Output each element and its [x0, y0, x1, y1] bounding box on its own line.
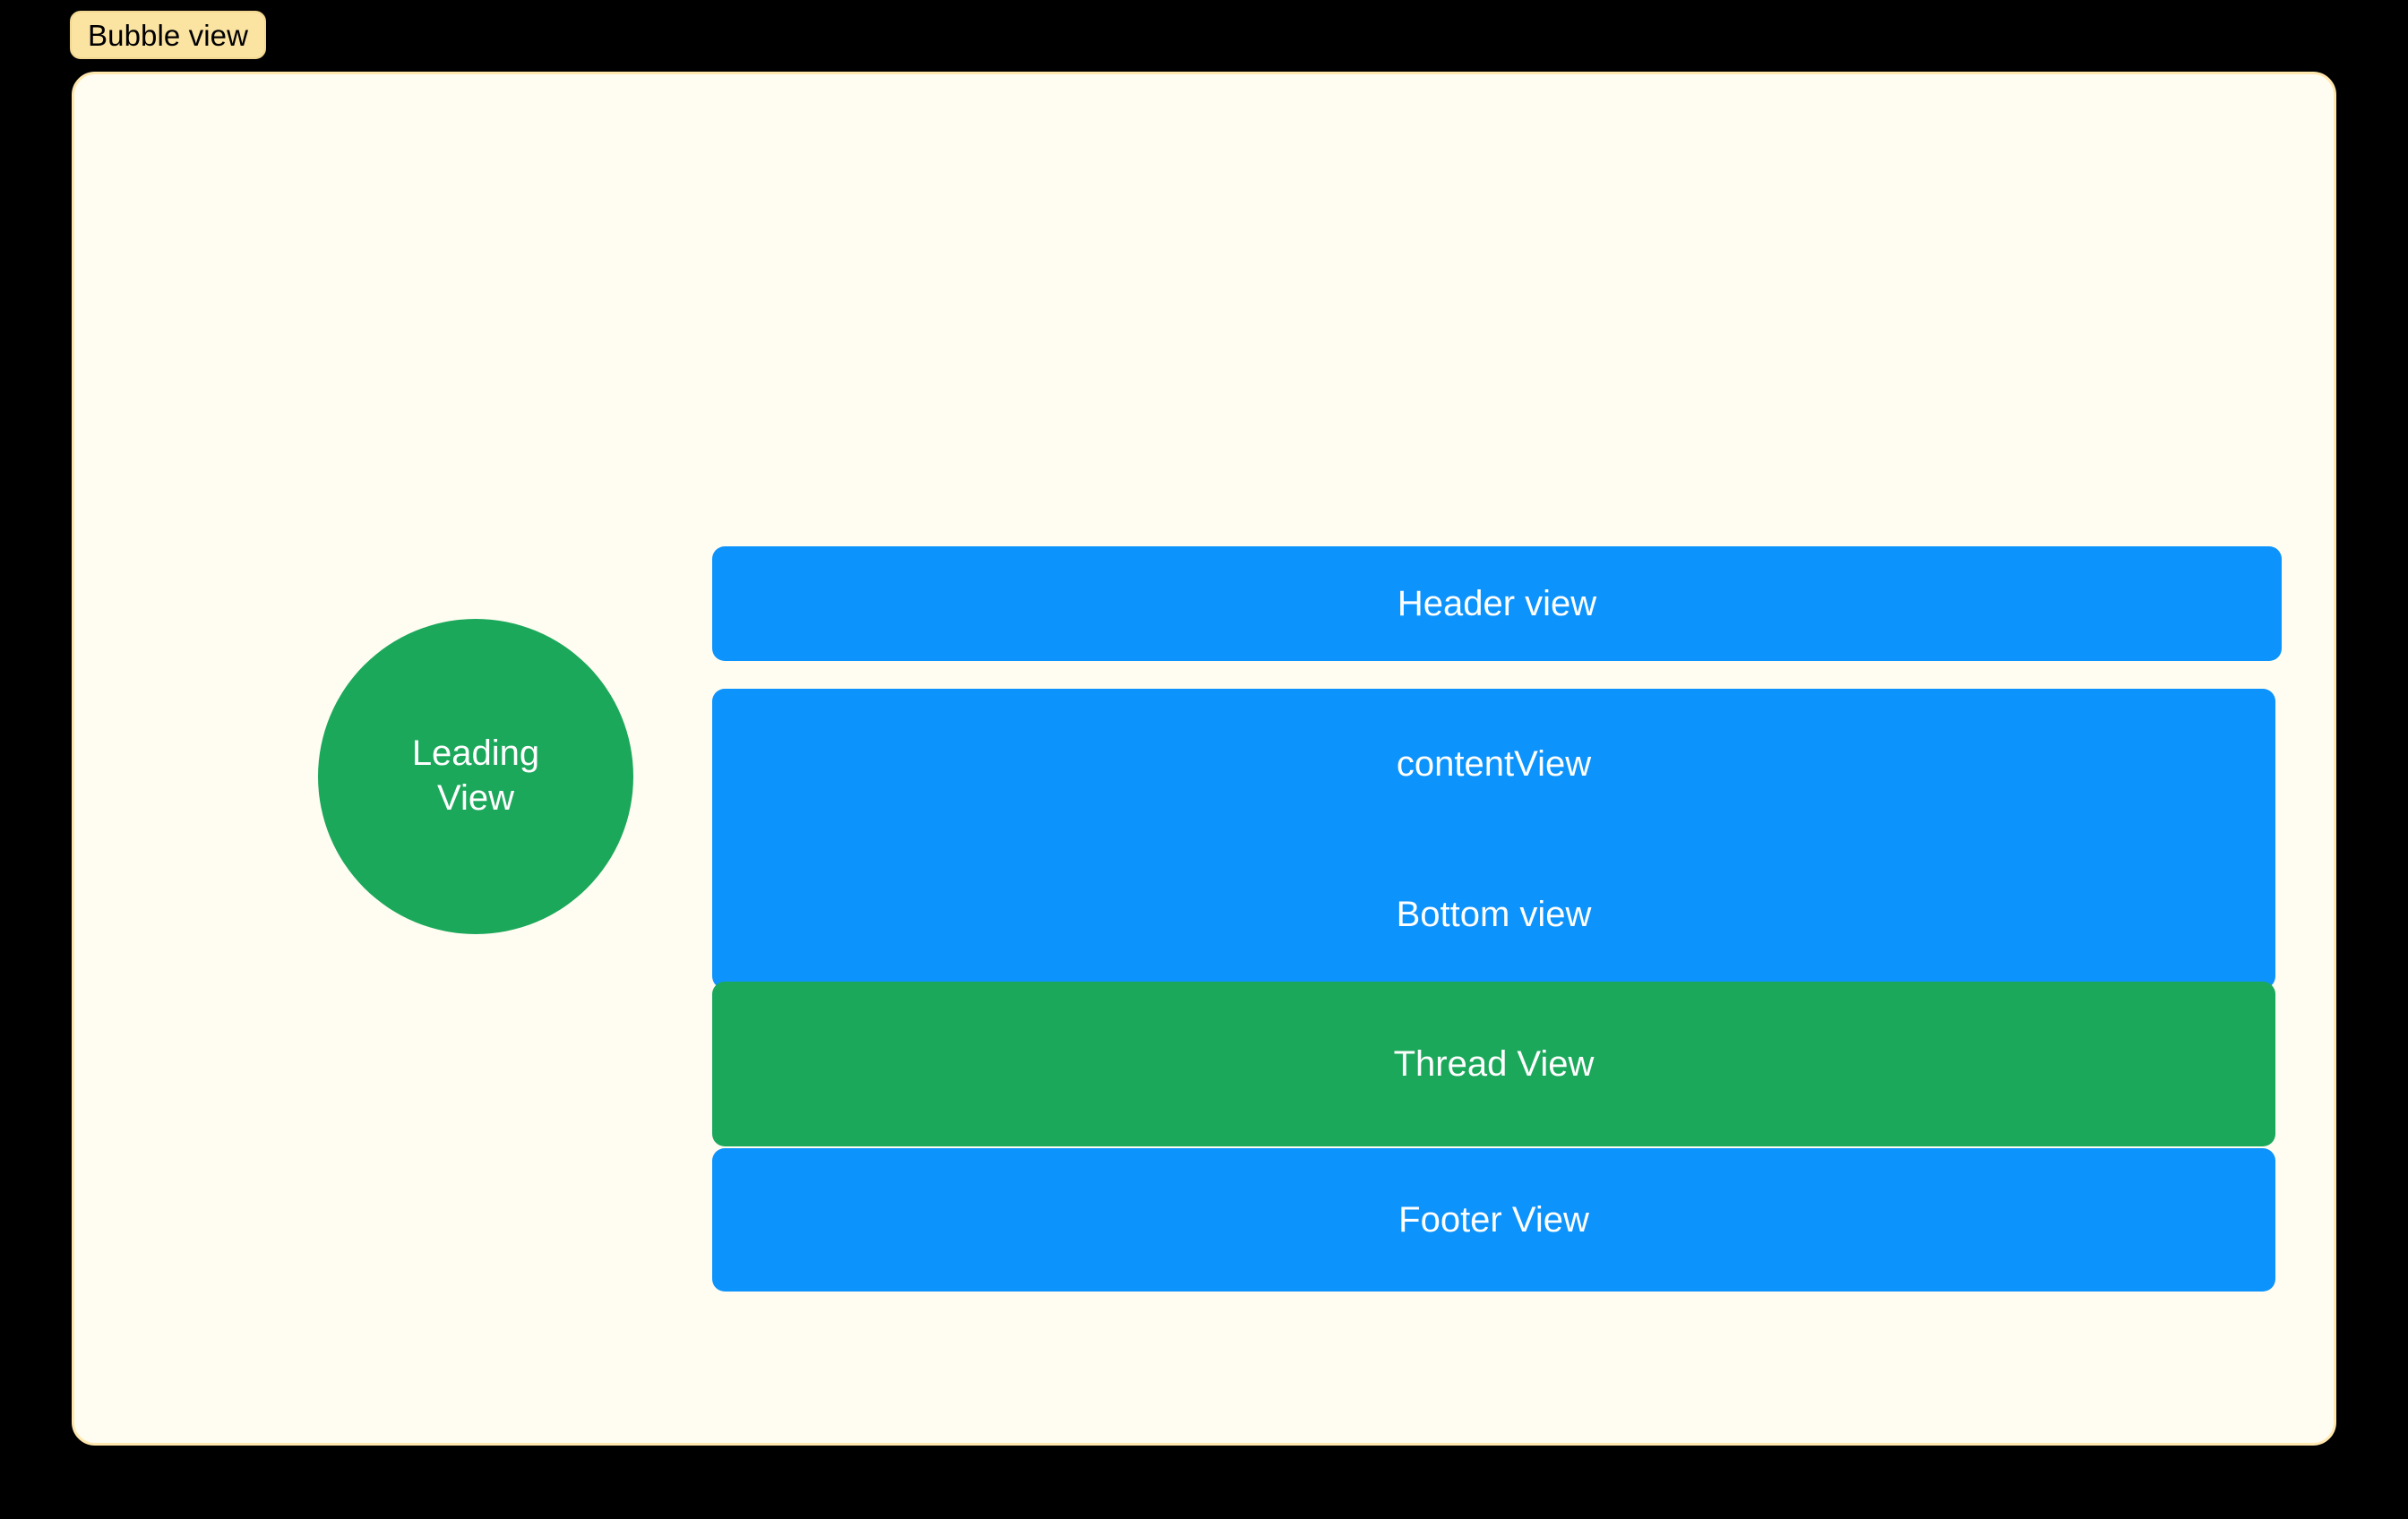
- content-view: contentView: [712, 689, 2275, 839]
- footer-view-label: Footer View: [1398, 1200, 1589, 1240]
- content-view-block: contentView Bottom view: [712, 689, 2275, 989]
- header-view-label: Header view: [1397, 584, 1597, 623]
- bubble-view-badge: Bubble view: [70, 11, 267, 59]
- content-view-label: contentView: [1396, 744, 1592, 784]
- bottom-view-label: Bottom view: [1396, 894, 1592, 934]
- footer-view: Footer View: [712, 1148, 2275, 1292]
- thread-view: Thread View: [712, 982, 2275, 1146]
- leading-view: Leading View: [318, 619, 633, 934]
- thread-view-label: Thread View: [1393, 1044, 1595, 1084]
- bottom-view: Bottom view: [712, 839, 2275, 989]
- bubble-view-badge-label: Bubble view: [88, 18, 249, 52]
- leading-view-label-line1: Leading: [411, 734, 540, 774]
- bubble-view-container: Leading View Header view contentView Bot…: [72, 72, 2336, 1446]
- header-view: Header view: [712, 546, 2282, 661]
- leading-view-label-line2: View: [437, 778, 514, 818]
